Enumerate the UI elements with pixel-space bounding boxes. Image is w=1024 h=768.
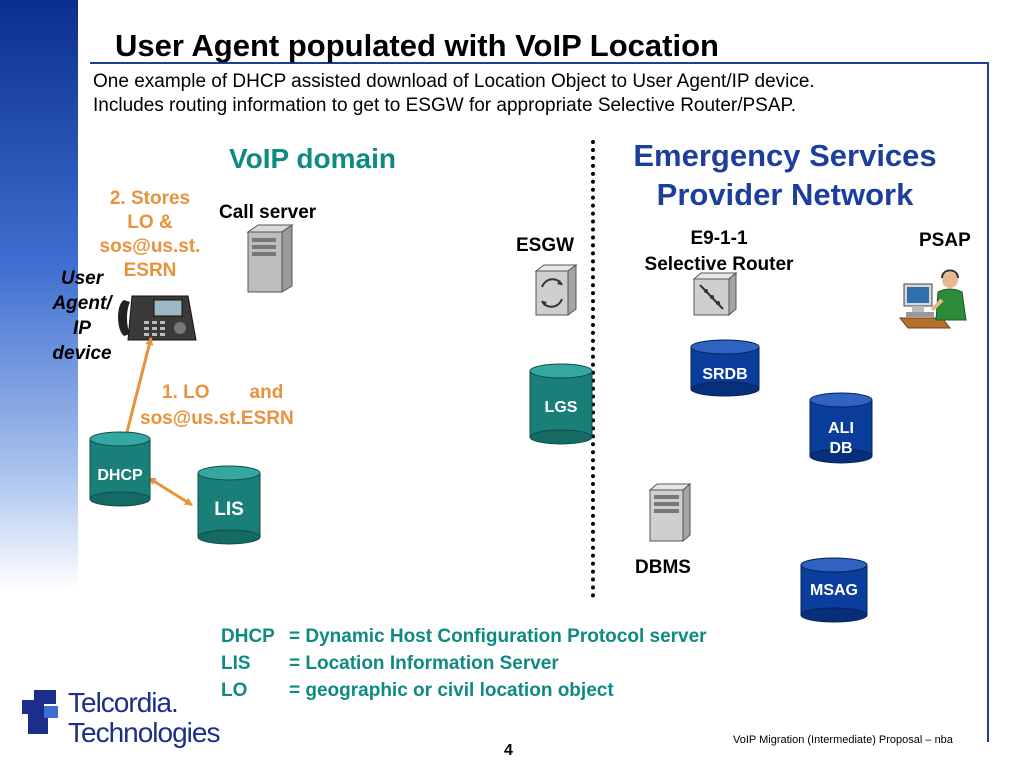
- dhcp-label: DHCP: [97, 467, 143, 484]
- msag-database: MSAG: [800, 557, 868, 623]
- lis-server: LIS: [197, 465, 261, 545]
- domain-divider: [591, 140, 595, 598]
- legend-row: LO = geographic or civil location object: [221, 677, 707, 704]
- lo-line-1b: and: [249, 382, 284, 403]
- lgs-label: LGS: [544, 399, 578, 416]
- esp-heading-line-2: Provider Network: [656, 177, 914, 212]
- ali-database: ALI DB: [809, 392, 873, 464]
- legend-desc: = geographic or civil location object: [289, 680, 614, 701]
- psap-operator-icon: [898, 266, 968, 341]
- legend-row: DHCP = Dynamic Host Configuration Protoco…: [221, 623, 707, 650]
- ali-line-1: ALI: [828, 420, 854, 437]
- lo-line-2: sos@us.st.ESRN: [140, 408, 294, 429]
- selective-router-icon: [692, 271, 738, 322]
- selective-router-label: E9-1-1 Selective Router: [626, 226, 812, 278]
- esgw-label: ESGW: [516, 235, 575, 256]
- ua-line-3: IP: [73, 318, 91, 339]
- page-number: 4: [504, 742, 513, 759]
- telcordia-logo-icon: [20, 688, 66, 741]
- voip-domain-heading: VoIP domain: [229, 143, 396, 174]
- lis-label: LIS: [214, 499, 244, 520]
- dhcp-lis-arrow: [147, 477, 193, 507]
- logo-line-1: Telcordia.: [68, 687, 179, 718]
- ua-line-4: device: [52, 343, 112, 364]
- legend-desc: = Dynamic Host Configuration Protocol se…: [289, 626, 707, 647]
- user-agent-label: User Agent/ IP device: [40, 266, 124, 366]
- esp-heading: Emergency Services Provider Network: [604, 136, 966, 214]
- legend-desc: = Location Information Server: [289, 653, 559, 674]
- legend-key: LIS: [221, 653, 251, 674]
- srdb-label: SRDB: [702, 366, 748, 383]
- stores-annotation: 2. Stores LO & sos@us.st. ESRN: [86, 187, 214, 283]
- call-server-icon: [246, 224, 294, 299]
- stores-line-3: sos@us.st.: [99, 236, 201, 257]
- dhcp-server: DHCP: [89, 431, 151, 507]
- telcordia-logo-text: Telcordia. Technologies: [68, 687, 220, 748]
- lgs-server: LGS: [529, 363, 593, 445]
- legend-key: DHCP: [221, 626, 275, 647]
- subtitle-line-1: One example of DHCP assisted download of…: [93, 71, 815, 92]
- dbms-server-icon: [648, 482, 692, 548]
- stores-line-4: ESRN: [123, 260, 177, 281]
- subtitle-line-2: Includes routing information to get to E…: [93, 95, 797, 116]
- stores-line-1: 2. Stores: [109, 188, 191, 209]
- ali-line-2: DB: [829, 440, 853, 457]
- e911-line-2: Selective Router: [644, 254, 794, 275]
- ua-line-1: User: [60, 268, 104, 289]
- esp-heading-line-1: Emergency Services: [633, 138, 937, 173]
- esgw-gateway-icon: [534, 263, 578, 322]
- stores-line-2: LO &: [127, 212, 173, 233]
- psap-label: PSAP: [919, 230, 971, 251]
- logo-line-2: Technologies: [68, 717, 220, 748]
- e911-line-1: E9-1-1: [690, 228, 748, 249]
- page-title: User Agent populated with VoIP Location: [115, 28, 719, 63]
- lo-annotation: 1. LO and sos@us.st.ESRN: [140, 380, 294, 432]
- ua-line-2: Agent/: [52, 293, 112, 314]
- dbms-label: DBMS: [635, 557, 691, 578]
- srdb-database: SRDB: [690, 339, 760, 397]
- sidebar-gradient: [0, 0, 78, 590]
- msag-label: MSAG: [810, 582, 858, 599]
- right-border-line: [987, 62, 989, 742]
- ip-phone-icon: [114, 290, 198, 351]
- call-server-label: Call server: [219, 202, 317, 223]
- legend-key: LO: [221, 680, 248, 701]
- ali-label: ALI DB: [809, 419, 873, 459]
- acronym-legend: DHCP = Dynamic Host Configuration Protoco…: [221, 623, 707, 704]
- legend-row: LIS = Location Information Server: [221, 650, 707, 677]
- footer-text: VoIP Migration (Intermediate) Proposal –…: [733, 734, 953, 746]
- dhcp-to-phone-arrow: [125, 337, 154, 433]
- title-underline: [90, 62, 988, 64]
- lo-line-1a: 1. LO: [162, 382, 210, 403]
- subtitle: One example of DHCP assisted download of…: [93, 70, 815, 118]
